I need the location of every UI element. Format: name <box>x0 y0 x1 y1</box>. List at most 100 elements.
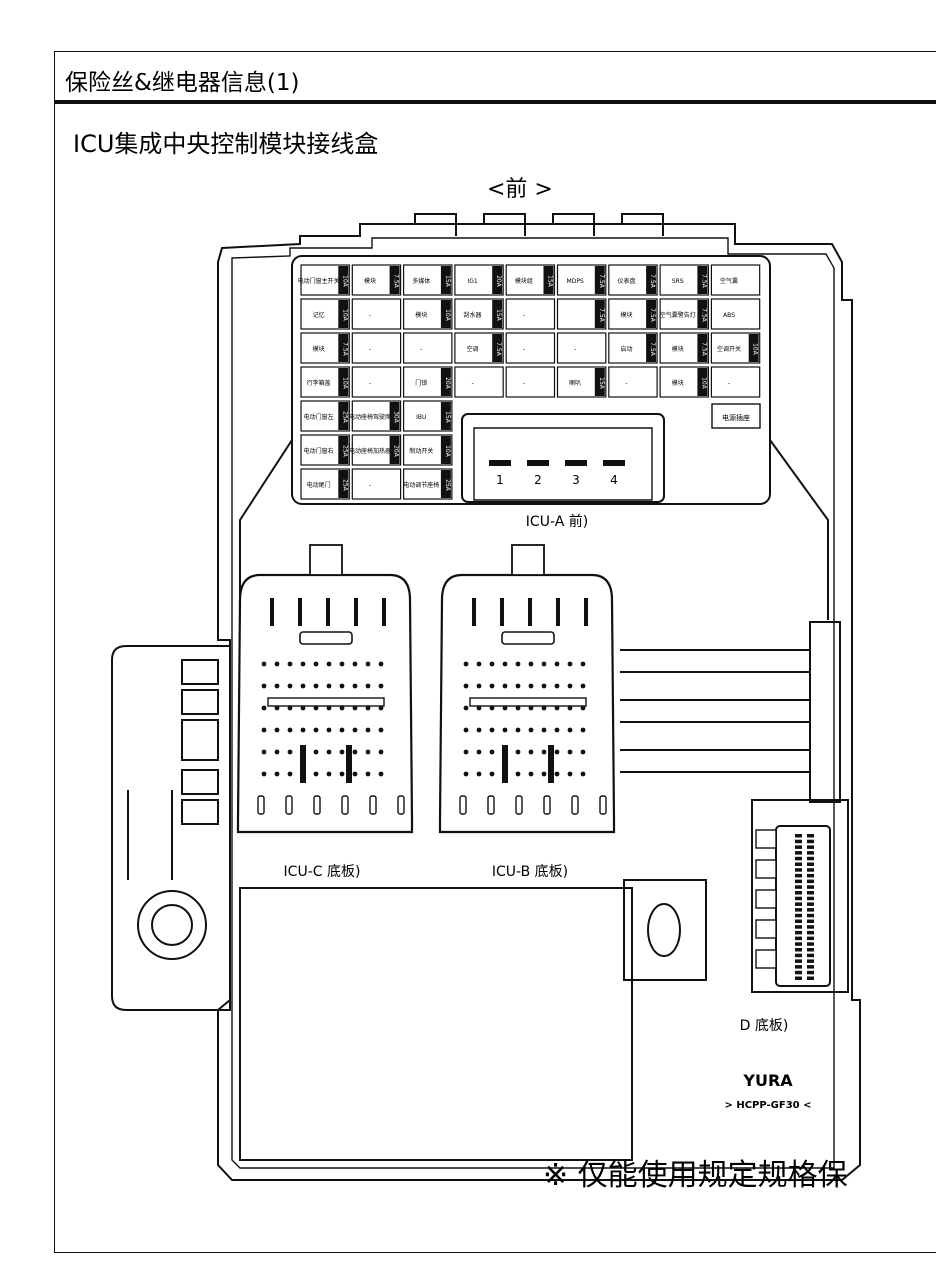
connector-pin <box>287 705 293 711</box>
fuse-amp: 7.5A <box>495 342 502 357</box>
connector-pin <box>378 683 384 689</box>
connector-d-pin <box>807 936 814 941</box>
fuse-label: 模块 <box>672 379 684 387</box>
connector-pin <box>313 705 319 711</box>
connector-pin <box>261 771 267 777</box>
connector-d-pin <box>807 891 814 895</box>
fuse-cell-large: - <box>351 468 402 500</box>
connector-pin <box>261 749 267 755</box>
connector-d-pin <box>807 925 814 929</box>
connector-pin <box>554 727 560 733</box>
connector-pin <box>489 705 495 711</box>
connector-pin <box>339 771 345 777</box>
fuse-label: 空气囊警告灯 <box>660 311 696 319</box>
connector-pin <box>476 771 482 777</box>
connector-pin <box>287 727 293 733</box>
mount-hole-left-outer <box>137 890 207 960</box>
connector-key <box>502 745 508 783</box>
fuse-amp: 20A <box>393 445 400 458</box>
top-tab-3 <box>552 213 595 236</box>
fuse-amp: 7.5A <box>649 342 656 357</box>
connector-pin <box>274 683 280 689</box>
connector-pin <box>300 683 306 689</box>
fuse-amp: 7.5A <box>598 274 605 289</box>
connector-d-lock <box>755 919 777 939</box>
connector-d-pin <box>795 856 802 861</box>
connector-blade <box>472 598 476 626</box>
connector-d-lock <box>755 889 777 909</box>
brand-name: YURA <box>742 1071 793 1090</box>
fuse-label: 电动调节座椅 <box>403 481 439 489</box>
connector-pin <box>554 749 560 755</box>
connector-d-pin <box>795 942 802 946</box>
connector-pin <box>365 771 371 777</box>
connector-d-pin <box>795 839 802 844</box>
connector-d-pin <box>807 834 814 838</box>
fuse-cell: - <box>351 366 402 398</box>
connector-pin <box>463 771 469 777</box>
connector-a-pin-3: 3 <box>572 473 580 487</box>
connector-pin <box>313 749 319 755</box>
connector-d-pin <box>795 902 802 906</box>
fuse-label: - <box>471 380 473 387</box>
fuse-label: 空气囊 <box>720 277 738 285</box>
fuse-amp: 10A <box>341 275 348 288</box>
connector-pin <box>476 705 482 711</box>
connector-d-pin <box>795 925 802 929</box>
connector-d-pin <box>807 873 814 878</box>
connector-pin <box>567 727 573 733</box>
connector-pin <box>528 771 534 777</box>
connector-pin <box>326 683 332 689</box>
connector-a-pin-4: 4 <box>610 473 618 487</box>
connector-pin <box>541 727 547 733</box>
connector-pin <box>463 683 469 689</box>
connector-d-pin <box>807 845 814 849</box>
fuse-amp: 10A <box>341 377 348 390</box>
connector-d-pin <box>807 868 814 872</box>
page-frame: 保险丝&继电器信息(1) ICU集成中央控制模块接线盒 <前 > <box>54 51 936 1253</box>
connector-blade <box>270 598 274 626</box>
connector-latch <box>511 544 545 576</box>
fuse-label: 多媒体 <box>412 277 430 285</box>
fuse-label: 喇叭 <box>569 379 581 387</box>
connector-pin <box>528 749 534 755</box>
connector-blade <box>556 598 560 626</box>
fuse-cell: 空气囊 <box>710 264 761 296</box>
connector-pin <box>352 683 358 689</box>
connector-d-pin <box>795 868 802 872</box>
lower-left-panel <box>239 887 633 1161</box>
fuse-amp: 7.5A <box>649 308 656 323</box>
connector-pin <box>528 661 534 667</box>
connector-pin <box>365 661 371 667</box>
connector-pin <box>274 661 280 667</box>
connector-pin <box>567 771 573 777</box>
connector-pin <box>515 661 521 667</box>
connector-pin <box>365 705 371 711</box>
connector-pin <box>378 771 384 777</box>
left-lock-4 <box>181 769 219 795</box>
connector-pin <box>528 683 534 689</box>
fuse-label: - <box>523 346 525 353</box>
mount-hole-center <box>647 903 681 957</box>
connector-pin <box>339 705 345 711</box>
connector-pin <box>339 749 345 755</box>
fuse-label: 门锁 <box>415 379 427 387</box>
connector-d-pin <box>807 896 814 901</box>
connector-bottom-blade <box>459 795 467 815</box>
connector-pin <box>463 705 469 711</box>
connector-pin <box>476 749 482 755</box>
connector-pin <box>541 683 547 689</box>
mount-hole-left-inner <box>151 904 193 946</box>
fuse-cell-right-extra: 电源插座 <box>711 403 761 429</box>
connector-d-lock <box>755 859 777 879</box>
connector-blade <box>298 598 302 626</box>
header-bar: 保险丝&继电器信息(1) <box>55 52 936 104</box>
fuse-amp: 15A <box>444 411 451 424</box>
